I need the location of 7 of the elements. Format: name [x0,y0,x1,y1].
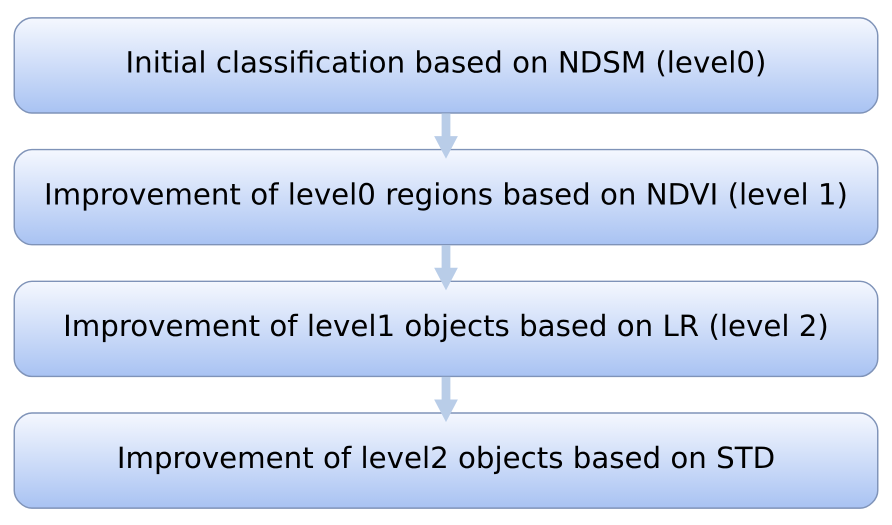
node-box: Improvement of level0 regions based on NDVI (level 1) [14,148,878,245]
node-box: Initial classification based on NDSM (level0) [14,16,878,114]
arrow [434,376,458,422]
arrow [434,244,458,290]
node-box: Improvement of level2 objects based on STD [14,412,878,508]
arrow [434,112,458,158]
node-box: Improvement of level1 objects based on LR (level 2) [14,280,878,377]
